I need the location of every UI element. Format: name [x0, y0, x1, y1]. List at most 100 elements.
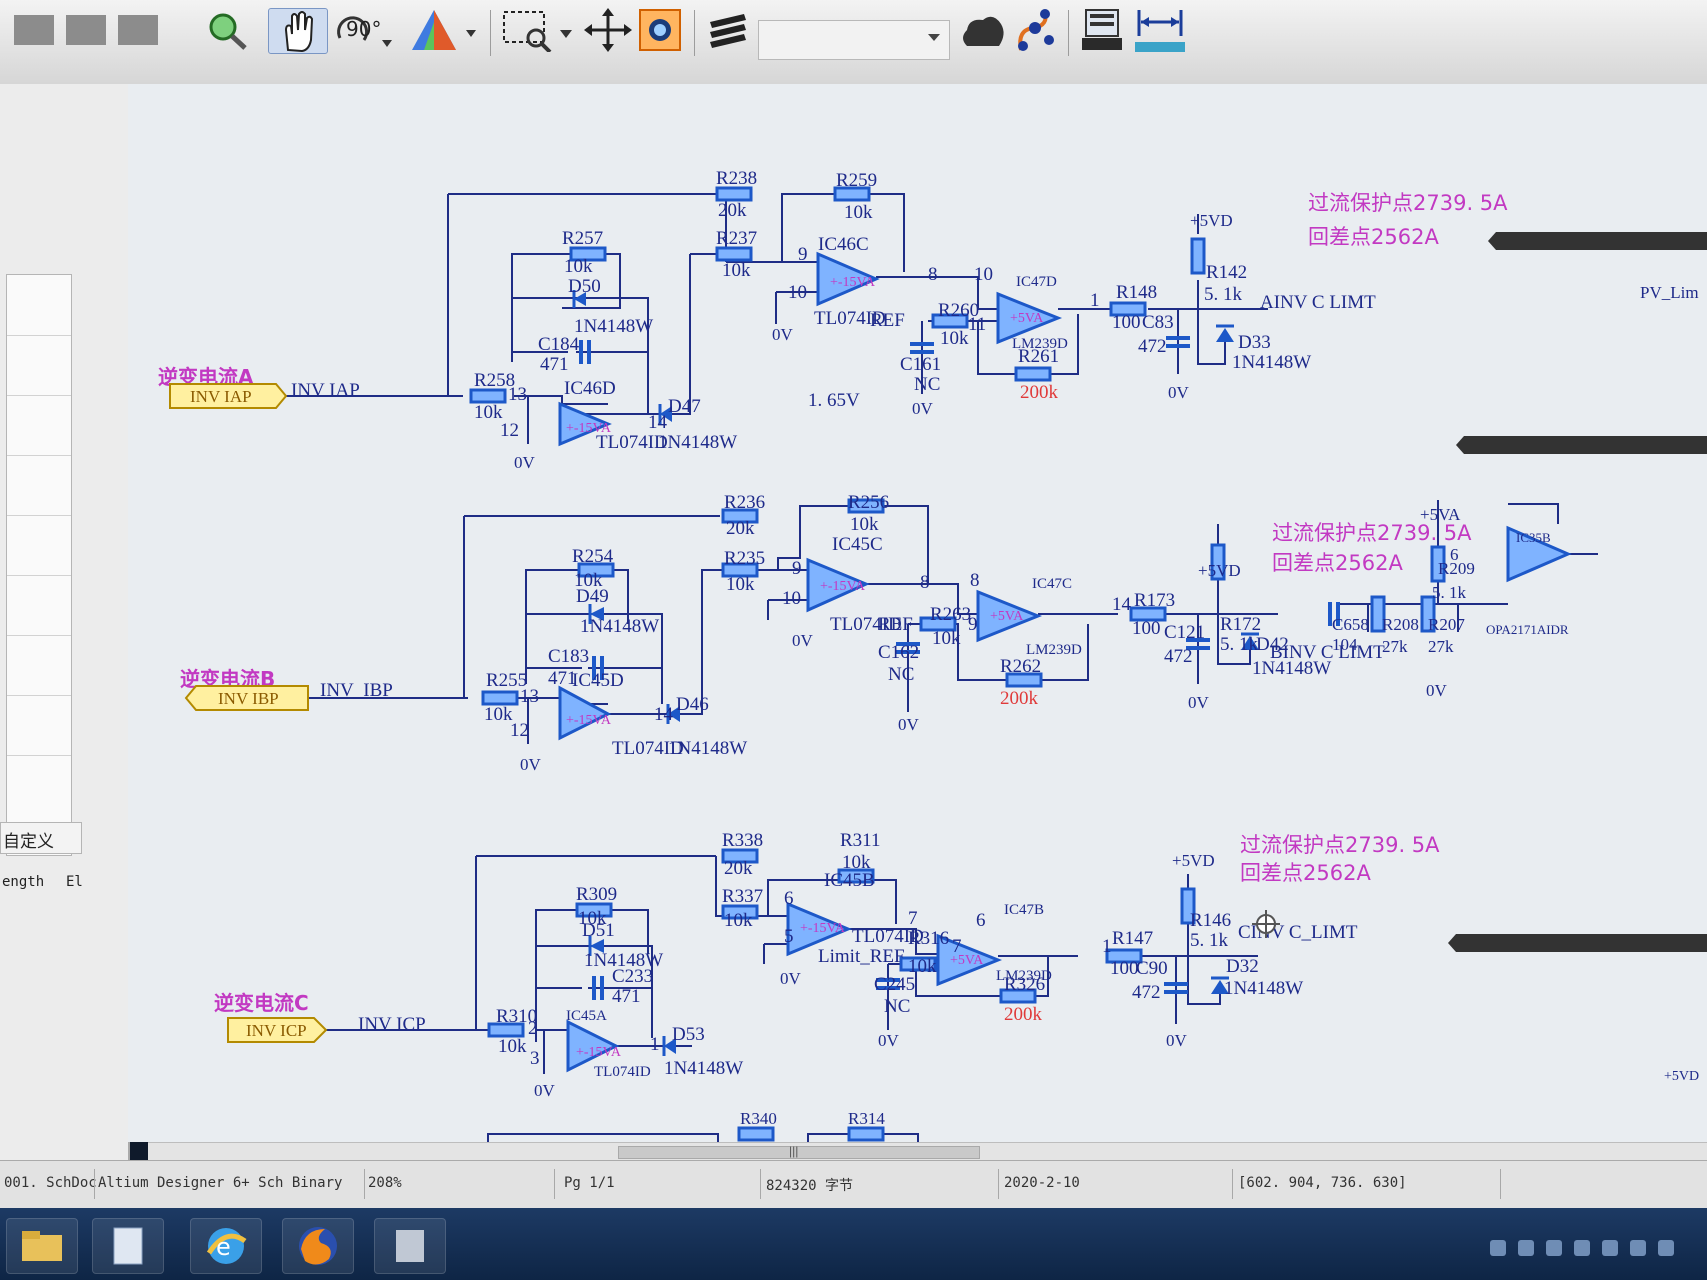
- ref-r261: R261: [1018, 346, 1059, 367]
- schematic-drawing[interactable]: 逆变电流A INV IAP R238 20k R237 10k R259 10k…: [128, 84, 1707, 1142]
- tray-icon[interactable]: [1658, 1240, 1674, 1256]
- value-r172: 5. 1k: [1220, 634, 1259, 655]
- toolbar-left-buttons[interactable]: [10, 8, 170, 52]
- pin-c3: 3: [530, 1048, 540, 1069]
- color-triangle-icon[interactable]: [408, 8, 480, 52]
- inspector-icon[interactable]: [636, 8, 686, 52]
- ref-ic45a: IC45A: [566, 1008, 607, 1024]
- supply-a2: +-15VA: [830, 275, 876, 290]
- value-r142: 5. 1k: [1204, 284, 1243, 305]
- gnd-a4: 0V: [1168, 383, 1190, 402]
- tray-icon[interactable]: [1546, 1240, 1562, 1256]
- value-r338: 20k: [724, 858, 753, 879]
- value-r238: 20k: [718, 200, 747, 221]
- value-r237: 10k: [722, 260, 751, 281]
- select-area-icon[interactable]: [500, 8, 576, 52]
- zoom-icon[interactable]: [200, 8, 254, 52]
- value-r148: 100: [1112, 312, 1141, 333]
- ref-ic45c: IC45C: [832, 534, 883, 555]
- ref-net-a: REF: [870, 310, 905, 331]
- port-inv-ibp[interactable]: INV IBP: [184, 685, 309, 711]
- channel-c-components: [487, 848, 1229, 1073]
- pin-a10b: 10: [974, 264, 993, 285]
- toolbar-separator: [1068, 10, 1069, 56]
- pin-b8b: 8: [970, 570, 980, 591]
- ie-browser-icon[interactable]: e: [190, 1218, 262, 1274]
- note-b-line2: 回差点2562A: [1272, 551, 1403, 575]
- value-r316: 10k: [908, 956, 937, 977]
- power-5vd-a: +5VD: [1190, 211, 1233, 230]
- note-c-line1: 过流保护点2739. 5A: [1240, 833, 1440, 857]
- gnd-b4: 0V: [1188, 693, 1210, 712]
- supply-b3: +5VA: [990, 609, 1024, 624]
- ref-d53: D53: [672, 1024, 705, 1045]
- tray-icon[interactable]: [1518, 1240, 1534, 1256]
- move-icon[interactable]: [582, 8, 634, 52]
- pin-c7b: 7: [952, 936, 962, 957]
- panel-list[interactable]: [6, 274, 72, 856]
- channel-c-title: 逆变电流C: [214, 991, 309, 1015]
- value-r208: 27k: [1382, 637, 1408, 656]
- document-icon[interactable]: [92, 1218, 164, 1274]
- toolbar-combo[interactable]: [758, 20, 950, 60]
- component-icon[interactable]: [1076, 8, 1128, 52]
- scrollbar-grip: |||: [789, 1144, 799, 1158]
- tray-icon[interactable]: [1602, 1240, 1618, 1256]
- measure-icon[interactable]: [1132, 8, 1188, 52]
- move-cursor-icon: [1252, 910, 1280, 938]
- ref-c161: C161: [900, 354, 941, 375]
- layer-stack-icon[interactable]: [702, 8, 754, 52]
- net-label-inv-icp: INV ICP: [358, 1014, 426, 1035]
- voltage-1-65v: 1. 65V: [808, 390, 860, 411]
- part-ic46c: TL074ID: [814, 308, 886, 329]
- value-r326: 200k: [1004, 1004, 1043, 1025]
- scrollbar-thumb[interactable]: |||: [618, 1144, 980, 1159]
- value-r257: 10k: [564, 256, 593, 277]
- ref-r316: R316: [908, 928, 949, 949]
- schematic-canvas[interactable]: 逆变电流A INV IAP R238 20k R237 10k R259 10k…: [128, 84, 1707, 1142]
- value-c121: 472: [1164, 646, 1193, 667]
- ref-r146: R146: [1190, 910, 1231, 931]
- ref-r311: R311: [840, 830, 880, 851]
- toolbar-separator: [694, 10, 695, 56]
- chevron-down-icon[interactable]: [928, 34, 940, 41]
- tray-icon[interactable]: [1630, 1240, 1646, 1256]
- ref-c162: C162: [878, 642, 919, 663]
- net-cinv-c-limt: CINV C_LIMT: [1238, 922, 1358, 943]
- ref-r262: R262: [1000, 656, 1041, 677]
- port-inv-iap[interactable]: INV IAP: [169, 383, 288, 409]
- ref-r337: R337: [722, 886, 763, 907]
- ref-ic46d: IC46D: [564, 378, 616, 399]
- tray-icon[interactable]: [1490, 1240, 1506, 1256]
- part-ic45c: TL074ID: [830, 614, 902, 635]
- power-5vd-b: +5VD: [1198, 561, 1241, 580]
- pin-a14: 14: [648, 412, 668, 433]
- rotate-90-icon[interactable]: 90°: [334, 8, 394, 52]
- custom-button[interactable]: 自定义: [0, 822, 82, 854]
- firefox-icon[interactable]: [282, 1218, 354, 1274]
- altium-icon[interactable]: [374, 1218, 446, 1274]
- pin-b14b: 14: [654, 704, 674, 725]
- folder-icon[interactable]: [6, 1218, 78, 1274]
- ref-r326: R326: [1004, 974, 1045, 995]
- ref-r142: R142: [1206, 262, 1247, 283]
- ref-c184: C184: [538, 334, 580, 355]
- tray-icon[interactable]: [1574, 1240, 1590, 1256]
- value-c83: 472: [1138, 336, 1167, 357]
- ref-c90: C90: [1136, 958, 1168, 979]
- note-c: 过流保护点2739. 5A 回差点2562A: [1240, 833, 1440, 885]
- gnd-c4: 0V: [1166, 1031, 1188, 1050]
- pin-c1b: 1: [650, 1034, 660, 1055]
- bottom-labels: R340 R314: [740, 1109, 885, 1128]
- horizontal-scrollbar[interactable]: |||: [148, 1142, 1707, 1161]
- supply-b2: +-15VA: [820, 579, 866, 594]
- value-r258: 10k: [474, 402, 503, 423]
- port-inv-icp[interactable]: INV ICP: [227, 1017, 328, 1043]
- pin-a8: 8: [928, 264, 938, 285]
- pin-c5: 5: [784, 926, 794, 947]
- ref-ic45b: IC45B: [824, 870, 875, 891]
- cloud-icon[interactable]: [958, 8, 1008, 52]
- hand-pan-icon[interactable]: [268, 8, 328, 54]
- custom-label: 自定义: [3, 832, 54, 852]
- net-color-icon[interactable]: [1010, 8, 1060, 52]
